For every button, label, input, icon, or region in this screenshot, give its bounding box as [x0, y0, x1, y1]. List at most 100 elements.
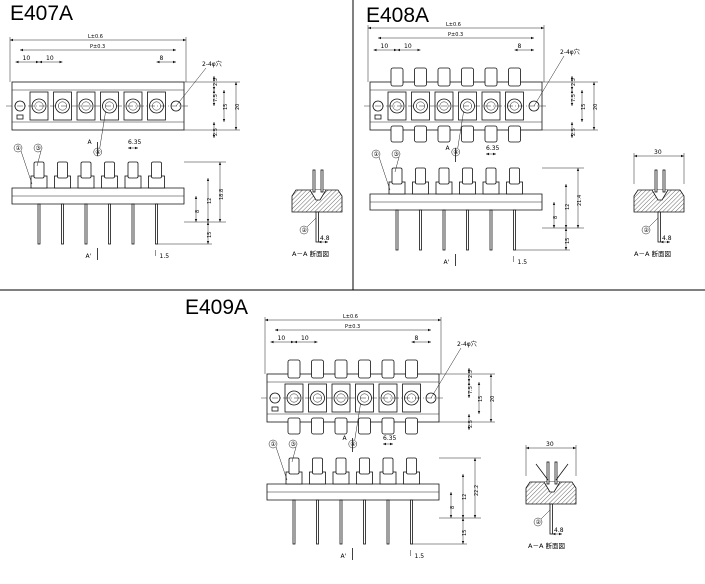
callout-1: ①: [16, 145, 21, 152]
arrowhead: [461, 541, 465, 544]
solder-pin: [466, 209, 469, 251]
callout-4: ④: [95, 149, 100, 156]
section-mark-bottom: A': [341, 553, 347, 560]
dim-tab-label: 6.35: [128, 139, 142, 146]
arrowhead: [394, 48, 397, 52]
section-wing-right: [555, 463, 569, 481]
dim-P-label: P±0.3: [345, 324, 360, 330]
front-tab: [335, 457, 347, 475]
arrowhead: [183, 38, 186, 42]
dim-P-label: P±0.3: [448, 32, 463, 38]
section-tab-right: [554, 461, 558, 485]
front-tab: [485, 167, 497, 185]
arrowhead: [265, 318, 268, 322]
dim-h-mid-label: 12: [565, 204, 571, 210]
arrowhead: [514, 48, 518, 52]
section-tab-right: [662, 169, 666, 193]
arrowhead: [489, 419, 493, 422]
arrowhead: [489, 374, 493, 377]
leader-line: [378, 156, 391, 191]
arrowhead: [206, 222, 210, 225]
arrowhead: [570, 87, 574, 90]
dim-v-bot-label: 2.5: [213, 128, 219, 136]
section-mark-top: A: [446, 145, 451, 152]
arrowhead: [449, 515, 453, 518]
arrowhead: [212, 76, 216, 79]
callout-2: ②: [302, 227, 308, 234]
arrowhead: [173, 60, 176, 64]
solder-pin: [131, 203, 135, 245]
front-tab: [151, 161, 162, 179]
terminal-tab-top: [287, 359, 301, 379]
section-caption: A－A 断面図: [292, 249, 329, 258]
section-wing-left: [535, 463, 549, 481]
hole-callout: 2-4φ穴: [560, 48, 580, 56]
leader-line: [306, 217, 317, 228]
arrowhead: [477, 411, 481, 414]
terminal-tab-top: [437, 67, 451, 87]
dim-h-body-label: 8: [195, 210, 201, 213]
front-tab: [415, 167, 426, 185]
terminal-screw-inner: [336, 393, 346, 403]
arrowhead: [552, 202, 556, 205]
dim-tab-label: 6.35: [383, 435, 397, 442]
hole-callout: 2-4φ穴: [457, 340, 477, 348]
arrowhead: [531, 36, 534, 40]
arrowhead: [291, 340, 294, 344]
callout-2: ②: [644, 227, 650, 234]
arrowhead: [222, 90, 226, 93]
terminal-tab-top: [390, 67, 404, 87]
dim-v-bot-label: 2.5: [571, 128, 577, 136]
arrowhead: [570, 122, 574, 125]
callout-4: ④: [350, 441, 355, 448]
front-tab: [359, 457, 370, 475]
model-title: E409A: [185, 296, 248, 319]
front-tab: [57, 161, 68, 179]
arrowhead: [428, 340, 431, 344]
terminal-tab-top: [414, 67, 427, 87]
callout-circle: [391, 149, 401, 159]
arrowhead: [218, 162, 222, 165]
arrowhead: [564, 184, 568, 187]
arrowhead: [531, 48, 534, 52]
front-tab: [462, 167, 473, 185]
leader-line: [20, 150, 33, 185]
solder-pin: [339, 499, 343, 545]
leader-line: [291, 446, 297, 463]
callout-1: ①: [271, 441, 276, 448]
arrowhead: [449, 492, 453, 495]
arrowhead: [36, 60, 39, 64]
dim-P-label: P±0.3: [90, 44, 105, 50]
terminal-tab-bottom: [414, 125, 427, 143]
terminal-tab-top: [358, 359, 371, 379]
section-pin: [657, 211, 661, 243]
dim-section-width-label: 4.8: [662, 235, 672, 242]
arrowhead: [486, 152, 489, 156]
model-title: E407A: [10, 2, 73, 25]
callout-circle: [268, 439, 278, 449]
model-title: E408A: [366, 4, 429, 27]
front-tab: [312, 457, 323, 475]
terminal-tab-top: [334, 359, 348, 379]
arrowhead: [383, 442, 386, 446]
dim-pitch1-label: 10: [278, 335, 286, 342]
solder-pin: [363, 499, 366, 545]
front-tab: [406, 457, 417, 475]
arrowhead: [592, 82, 596, 85]
arrowhead: [397, 48, 400, 52]
arrowhead: [206, 219, 210, 222]
callout-circle: [33, 143, 43, 153]
arrowhead: [234, 82, 238, 85]
dim-v-total-label: 20: [593, 104, 599, 110]
arrowhead: [318, 240, 322, 244]
arrowhead: [20, 48, 23, 52]
section-tab-left: [546, 461, 550, 485]
arrowhead: [59, 60, 63, 64]
dim-L-label: L±0.6: [446, 22, 461, 28]
solder-pin: [108, 203, 111, 245]
dim-h-total-label: 22.2: [474, 485, 480, 496]
arrowhead: [477, 382, 481, 385]
slot-mark: [271, 406, 279, 412]
